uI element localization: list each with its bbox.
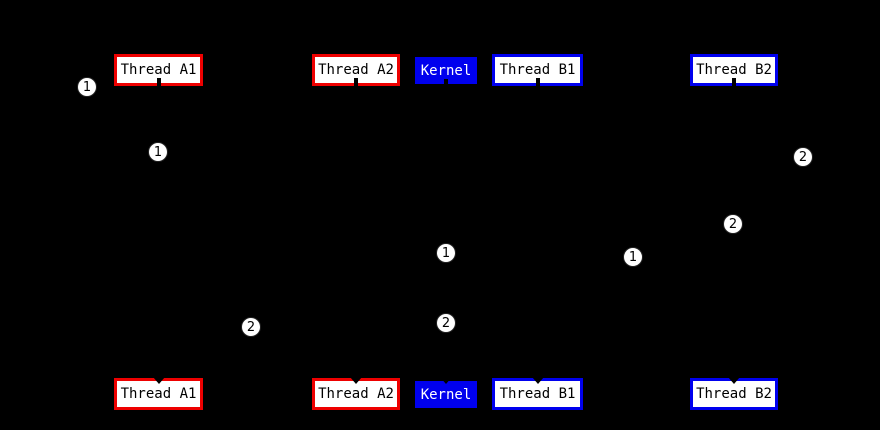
step-marker-1: 1 xyxy=(77,77,97,97)
step-marker-1: 1 xyxy=(623,247,643,267)
step-marker-2: 2 xyxy=(241,317,261,337)
lifeline-stub xyxy=(354,78,358,87)
lifeline-stub xyxy=(732,78,736,87)
step-marker-2: 2 xyxy=(436,313,456,333)
entity-label: Thread A1 xyxy=(120,386,197,402)
entity-label: Thread B1 xyxy=(499,386,576,402)
entity-label: Thread B1 xyxy=(499,62,576,78)
entity-label: Thread A2 xyxy=(318,386,394,402)
entity-label: Thread A2 xyxy=(318,62,394,78)
arrowhead-icon xyxy=(531,377,544,384)
entity-box-bottom-thread-b2: Thread B2 xyxy=(690,377,778,410)
step-marker-2: 2 xyxy=(793,147,813,167)
entity-label: Thread A1 xyxy=(120,62,197,78)
lifeline-stub xyxy=(444,79,448,88)
lifeline-stub xyxy=(156,78,161,87)
step-marker-1: 1 xyxy=(148,142,168,162)
arrowhead-icon xyxy=(350,377,362,384)
lifeline-stub xyxy=(535,78,540,87)
arrowhead-icon xyxy=(152,377,165,384)
entity-box-top-thread-b1: Thread B1 xyxy=(492,54,583,87)
entity-box-bottom-kernel: Kernel xyxy=(415,377,477,408)
step-marker-2: 2 xyxy=(723,214,743,234)
entity-label: Kernel xyxy=(420,62,472,79)
entity-label: Thread B2 xyxy=(696,62,772,78)
entity-box-bottom-thread-a2: Thread A2 xyxy=(312,377,400,410)
entity-box-bottom-thread-b1: Thread B1 xyxy=(492,377,583,410)
entity-label: Thread B2 xyxy=(696,386,772,402)
entity-box-top-thread-a1: Thread A1 xyxy=(114,54,203,87)
arrowhead-icon xyxy=(728,377,740,384)
entity-box-top-thread-a2: Thread A2 xyxy=(312,54,400,87)
entity-box-top-kernel: Kernel xyxy=(415,57,477,88)
step-marker-1: 1 xyxy=(436,243,456,263)
entity-label: Kernel xyxy=(420,386,472,403)
arrowhead-icon xyxy=(440,377,452,384)
entity-box-bottom-thread-a1: Thread A1 xyxy=(114,377,203,410)
entity-box-top-thread-b2: Thread B2 xyxy=(690,54,778,87)
